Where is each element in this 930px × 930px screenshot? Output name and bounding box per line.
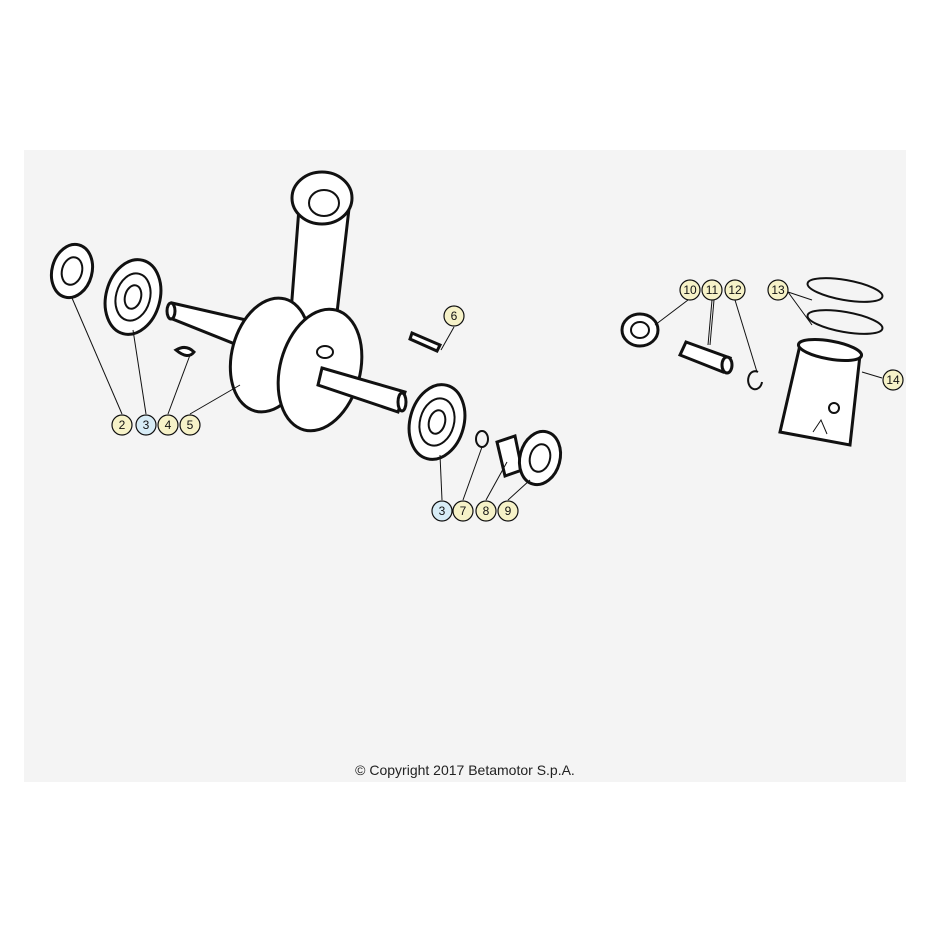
svg-text:10: 10: [683, 283, 697, 297]
callout-7: 7: [452, 500, 474, 522]
woodruff-key: [173, 345, 196, 357]
svg-text:14: 14: [886, 373, 900, 387]
small-pin-6: [408, 330, 443, 353]
svg-text:5: 5: [187, 418, 194, 432]
callout-11: 11: [701, 279, 723, 301]
callout-5: 5: [179, 414, 201, 436]
svg-text:6: 6: [451, 309, 458, 323]
svg-text:4: 4: [165, 418, 172, 432]
piston-rings: [806, 277, 884, 335]
crankshaft-assembly: [165, 170, 408, 433]
callout-6: 6: [443, 305, 465, 327]
callout-9: 9: [497, 500, 519, 522]
spacer-8: [495, 434, 524, 478]
svg-text:3: 3: [439, 504, 446, 518]
svg-text:12: 12: [728, 283, 742, 297]
callout-3-right: 3: [431, 500, 453, 522]
callout-10: 10: [679, 279, 701, 301]
o-ring: [475, 430, 489, 448]
svg-text:11: 11: [706, 283, 719, 297]
bearing-left: [103, 258, 163, 336]
svg-text:9: 9: [505, 504, 512, 518]
callout-14: 14: [882, 369, 904, 391]
oil-seal-left: [49, 242, 95, 300]
oil-seal-right: [517, 429, 563, 487]
callout-12: 12: [724, 279, 746, 301]
callout-2: 2: [111, 414, 133, 436]
piston-pin: [677, 340, 734, 375]
piston: [778, 338, 864, 447]
circlip: [747, 370, 763, 391]
bearing-right: [407, 383, 467, 461]
copyright-text: © Copyright 2017 Betamotor S.p.A.: [355, 762, 575, 778]
callout-3: 3: [135, 414, 157, 436]
leader-lines: [71, 291, 883, 501]
needle-bearing: [620, 312, 660, 348]
svg-text:8: 8: [483, 504, 490, 518]
callout-13: 13: [767, 279, 789, 301]
callout-4: 4: [157, 414, 179, 436]
svg-text:2: 2: [119, 418, 126, 432]
diagram-panel: [24, 150, 906, 782]
callout-8: 8: [475, 500, 497, 522]
svg-text:7: 7: [460, 504, 467, 518]
svg-text:13: 13: [771, 283, 785, 297]
svg-text:3: 3: [143, 418, 150, 432]
